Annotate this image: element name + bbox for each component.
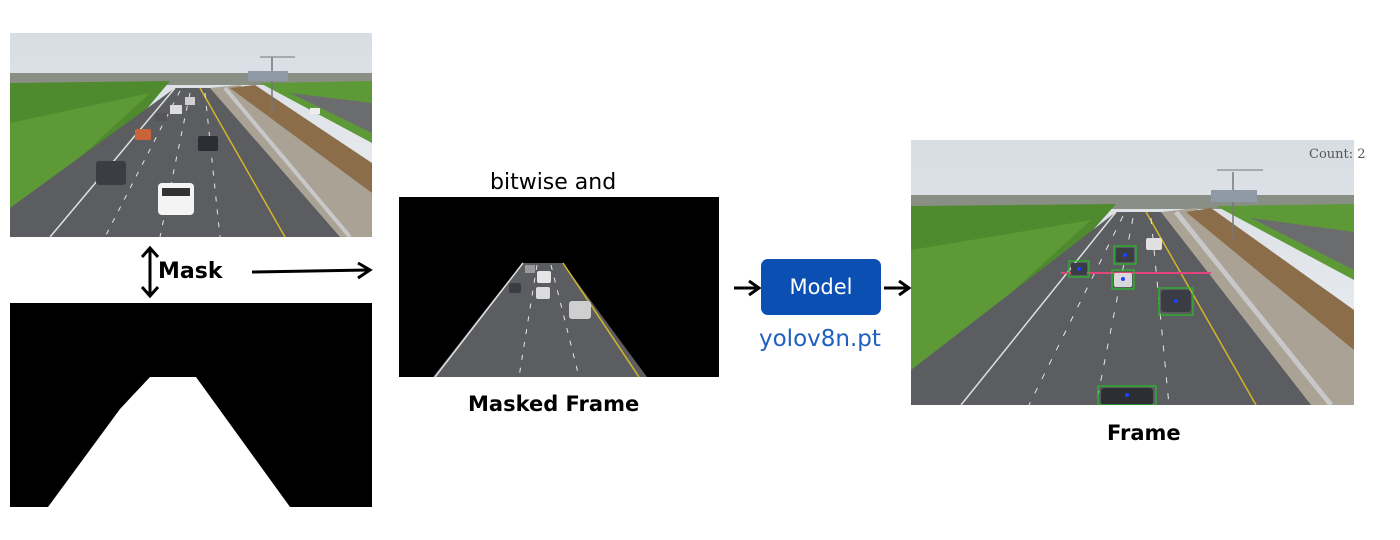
output-frame-image xyxy=(911,140,1354,405)
mask-label: Mask xyxy=(158,259,223,284)
bitwise-and-label: bitwise and xyxy=(490,170,617,195)
count-readout: Count: 2 xyxy=(1309,147,1366,162)
model-box: Model xyxy=(761,259,881,315)
mask-image xyxy=(10,303,372,507)
original-frame-image xyxy=(10,33,372,237)
masked-frame-image xyxy=(399,197,719,377)
right-arrow-icon xyxy=(251,261,373,280)
right-arrow-icon xyxy=(734,279,762,297)
model-file-label: yolov8n.pt xyxy=(759,326,881,352)
masked-frame-label: Masked Frame xyxy=(468,392,640,416)
right-arrow-icon xyxy=(884,279,912,297)
double-vertical-arrow-icon xyxy=(140,245,160,299)
frame-label: Frame xyxy=(1107,421,1181,445)
